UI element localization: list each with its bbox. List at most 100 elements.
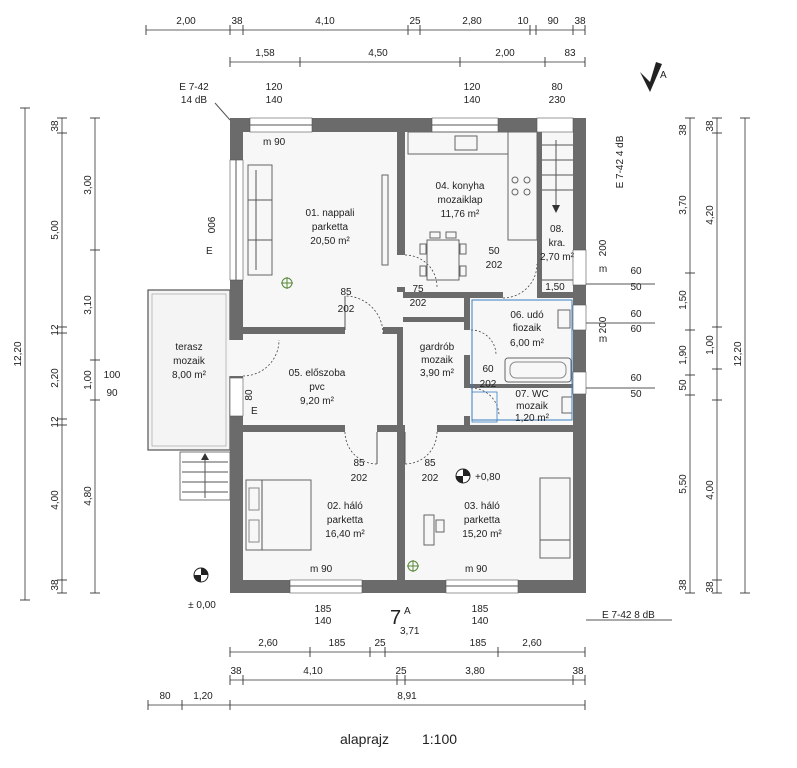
svg-text:kra.: kra. [549,238,566,249]
window-4-height: 140 [315,616,332,627]
svg-text:pvc: pvc [309,382,325,393]
plan-scale: 1:100 [422,731,457,747]
wall-type-bottom: E 7-42 8 dB [602,610,655,621]
dim-bottom1-2: 185 [329,638,346,649]
window-1-width: 120 [266,82,283,93]
window-5-width: 185 [472,604,489,615]
dim-left-2: 5,00 [50,220,61,240]
room-label-wc: 07. WC mozaik 1,20 m² [515,389,550,424]
section-sub-bottom: 3,71 [400,626,420,637]
svg-text:mozaik: mozaik [421,355,454,366]
bottom-dimension-chain-1: 2,60 185 25 185 2,60 [229,638,586,657]
m-mark-1: m [599,264,607,275]
left-dimension-chain-2: 3,00 3,10 1,00 4,80 [83,117,100,594]
svg-text:03. háló: 03. háló [464,501,500,512]
wall-db-top-left: 14 dB [181,95,207,106]
single-bed-icon [539,477,571,559]
terrace-opening-height: 90 [106,388,118,399]
dim-right2-5: 38 [705,581,716,593]
door-5-height: 202 [351,473,368,484]
dim-right2-2: 4,20 [705,205,716,225]
dim-top-3: 4,10 [315,16,335,27]
double-bed-icon [245,479,312,551]
room-label-gardrob: gardrób mozaik 3,90 m² [420,342,455,379]
door-5-width: 85 [353,458,365,469]
dim-top-5: 2,80 [462,16,482,27]
wall-type-top-left: E 7-42 [179,82,209,93]
dim-right-5: 5,50 [678,474,689,494]
dim-top-7: 90 [547,16,559,27]
dim-left2-1: 3,00 [83,175,94,195]
window-2-height: 140 [464,95,481,106]
bathtub-icon [504,357,572,383]
dim-right2-3: 1,00 [705,335,716,355]
svg-text:terasz: terasz [175,342,202,353]
dim-top-4: 25 [409,16,421,27]
room-label-eloszoba: 05. előszoba pvc 9,20 m² [289,368,346,407]
window-3-width: 80 [551,82,563,93]
dim-bottom2-5: 38 [572,666,584,677]
dim-left-1: 38 [50,120,61,132]
kitchen-counter-icon [407,131,538,241]
dim-left2-4: 4,80 [83,486,94,506]
terrace-stairs [179,451,231,501]
dim-left2-3: 1,00 [83,370,94,390]
opening-right-6: 60 [630,324,642,335]
svg-text:04. konyha: 04. konyha [436,181,485,192]
door-3-height: 202 [410,298,427,309]
svg-text:mozaiklap: mozaiklap [437,195,482,206]
window-4-width: 185 [315,604,332,615]
dim-top-2: 38 [231,16,243,27]
svg-text:05. előszoba: 05. előszoba [289,368,346,379]
terrace: 100 90 [104,289,231,501]
opening-right-8: 50 [630,389,642,400]
dim-right-top: 38 [678,124,689,136]
dim-right2-1: 38 [705,120,716,132]
dim-top-8: 38 [574,16,586,27]
room-label-terasz: terasz mozaik 8,00 m² [172,342,207,381]
door-4-height: 202 [480,379,497,390]
stair-dimension: 1,50 [545,282,565,293]
opening-right-7: 60 [630,373,642,384]
tv-cabinet-icon [381,174,389,266]
svg-text:02. háló: 02. háló [327,501,363,512]
m90-label-2: m 90 [310,564,333,575]
window-1-height: 140 [266,95,283,106]
opening-right-3: 60 [630,266,642,277]
dim-right-2: 1,50 [678,290,689,310]
wall-type-right: E 7-42 4 dB [615,135,626,188]
svg-text:07. WC: 07. WC [515,389,548,400]
dim-left2-2: 3,10 [83,295,94,315]
room-label-halo-1: 02. háló parketta 16,40 m² [325,501,365,540]
dim-bottom2-3: 25 [395,666,407,677]
top-dimension-chain-1: 2,00 38 4,10 25 2,80 10 90 38 [145,16,586,35]
svg-text:3,90 m²: 3,90 m² [420,368,455,379]
bottom-dimension-chain-3: 80 1,20 8,91 [147,691,586,710]
opening-right-5: 60 [630,309,642,320]
svg-text:06. udó: 06. udó [510,310,544,321]
dim-top2-1: 1,58 [255,48,275,59]
svg-text:9,20 m²: 9,20 m² [300,396,335,407]
sink-icon [557,309,571,329]
door-4-width: 60 [482,364,494,375]
section-letter-top: A [660,70,667,81]
svg-text:8,00 m²: 8,00 m² [172,370,207,381]
right-dimension-chain-1: 38 3,70 1,50 1,90 50 5,50 38 [678,117,695,594]
terrace-opening-width: 100 [104,370,121,381]
opening-right-4: 50 [630,282,642,293]
dim-bottom3-2: 1,20 [193,691,213,702]
m90-label-3: m 90 [465,564,488,575]
level-zero: ± 0,00 [188,600,216,611]
level-080: +0,80 [475,472,501,483]
dim-top2-3: 2,00 [495,48,515,59]
svg-text:01. nappali: 01. nappali [306,208,355,219]
door-6-width: 85 [424,458,436,469]
room-label-konyha: 04. konyha mozaiklap 11,76 m² [436,181,485,220]
svg-text:16,40 m²: 16,40 m² [325,529,365,540]
window-side-80: 80 [244,389,255,401]
section-marker-top: A [640,62,667,92]
svg-text:15,20 m²: 15,20 m² [462,529,502,540]
window-side-900: 900 [205,217,216,234]
dim-bottom1-3: 25 [374,638,386,649]
